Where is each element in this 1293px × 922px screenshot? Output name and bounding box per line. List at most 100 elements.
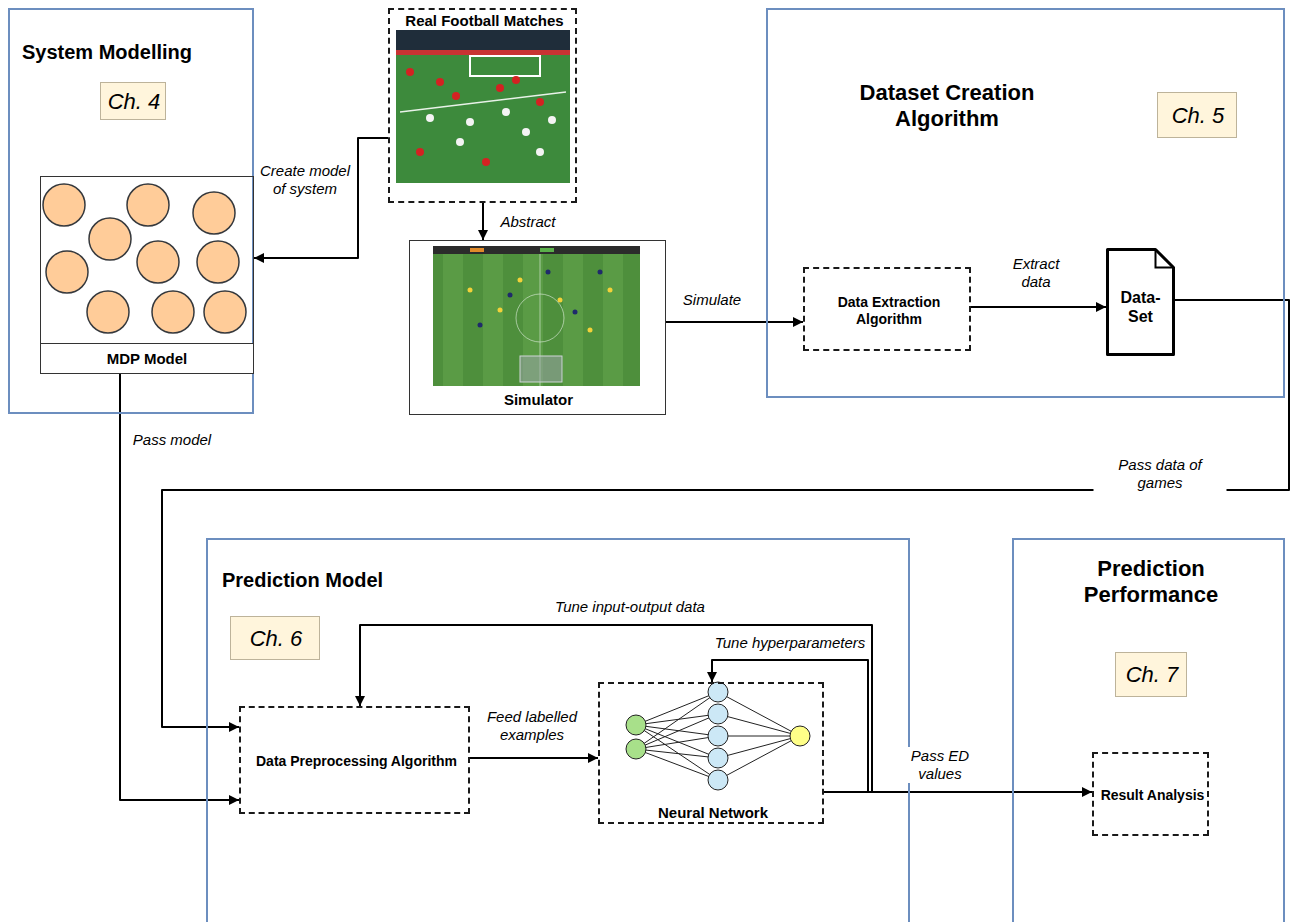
hidden-neuron <box>708 748 728 768</box>
player <box>573 310 578 315</box>
white-players <box>426 108 556 156</box>
flow-arrow <box>162 300 1289 727</box>
edge-label: Pass model <box>131 431 213 449</box>
player <box>608 288 613 293</box>
match-photo <box>396 30 570 183</box>
player <box>536 98 544 106</box>
player <box>598 270 603 275</box>
player <box>466 118 474 126</box>
node-label: Ch. 5 <box>1162 103 1234 129</box>
chapter-tag: Ch. 5 <box>1157 92 1237 138</box>
pitch <box>396 30 570 183</box>
edge-label: Tune hyperparameters <box>713 634 868 652</box>
node-label: Ch. 4 <box>105 89 163 115</box>
node-label: MDP Model <box>41 343 253 373</box>
link <box>718 736 800 780</box>
player <box>518 278 523 283</box>
link <box>636 692 718 749</box>
stripe <box>563 254 583 386</box>
simulator-screen <box>433 246 640 386</box>
score-bar <box>433 246 640 254</box>
document-fold <box>1156 250 1174 268</box>
player <box>558 298 563 303</box>
flow-arrow <box>666 321 803 323</box>
hidden-neuron <box>708 726 728 746</box>
flow-arrow <box>470 757 598 759</box>
output-neuron <box>790 726 810 746</box>
hidden-neuron <box>708 704 728 724</box>
flow-arrow <box>482 203 484 240</box>
player <box>416 148 424 156</box>
node-label: Neural Network <box>600 804 826 822</box>
player <box>502 108 510 116</box>
player <box>426 114 434 122</box>
link <box>636 736 718 749</box>
chapter-tag: Ch. 6 <box>230 616 320 660</box>
input-neuron <box>626 739 646 759</box>
score-chip <box>540 248 554 252</box>
link <box>636 725 718 758</box>
node-label: Prediction Performance <box>1040 556 1262 608</box>
player <box>478 323 483 328</box>
player <box>498 308 503 313</box>
edge-label: Abstract <box>498 213 557 231</box>
state-circle <box>127 184 169 226</box>
link <box>636 714 718 749</box>
process-box: Data Preprocessing Algorithm <box>239 706 470 814</box>
node-label: Result Analysis <box>1100 787 1205 805</box>
mdp-states <box>43 184 246 333</box>
player <box>546 270 551 275</box>
state-circle <box>46 251 88 293</box>
player <box>588 328 593 333</box>
node-label: Prediction Model <box>222 568 522 592</box>
node-label: Ch. 7 <box>1120 662 1184 688</box>
state-circle <box>137 241 179 283</box>
edge-label: Extract data <box>1002 255 1070 291</box>
edge-label: Pass data of games <box>1094 456 1227 492</box>
edge-label: Create model of system <box>257 162 353 198</box>
flow-arrow <box>254 138 388 258</box>
hidden-neuron <box>708 770 728 790</box>
stripe <box>603 254 623 386</box>
link <box>636 749 718 780</box>
stripe <box>443 254 463 386</box>
node-label: Data Preprocessing Algorithm <box>247 753 466 771</box>
state-circle <box>89 218 131 260</box>
chapter-tag: Ch. 4 <box>100 82 166 120</box>
chapter-tag: Ch. 7 <box>1115 652 1187 697</box>
node-label: Data-Set <box>1113 288 1168 326</box>
player <box>436 78 444 86</box>
score-chip <box>470 248 484 252</box>
edge-label: Tune input-output data <box>553 598 707 616</box>
sim-pitch <box>433 246 640 386</box>
chapter-panel: Dataset Creation AlgorithmCh. 5Data Extr… <box>766 8 1285 398</box>
chapter-panel: System ModellingCh. 4 MDP Model <box>8 8 254 414</box>
link <box>718 736 800 758</box>
node-label: Simulator <box>410 391 667 409</box>
network-links <box>636 692 800 780</box>
player <box>482 158 490 166</box>
state-circle <box>193 192 235 234</box>
state-circle <box>43 184 85 226</box>
flow-arrow <box>971 306 1106 308</box>
node-label: Data Extraction Algorithm <box>811 294 967 329</box>
link <box>718 692 800 736</box>
node-label: System Modelling <box>22 40 244 64</box>
flow-arrow <box>120 374 239 800</box>
stands <box>396 30 570 50</box>
edge-label: Pass ED values <box>898 747 982 783</box>
sim-team-b <box>478 270 603 328</box>
flow-arrow <box>824 791 1092 793</box>
document-shape: Data-Set <box>1106 248 1175 356</box>
state-circle <box>87 291 129 333</box>
state-circle <box>197 241 239 283</box>
player <box>406 68 414 76</box>
input-neuron <box>626 715 646 735</box>
state-circle <box>152 291 194 333</box>
player <box>536 148 544 156</box>
player <box>452 92 460 100</box>
network-figure <box>626 682 810 790</box>
edge-label: Feed labelled examples <box>475 708 589 744</box>
goal <box>470 56 540 76</box>
edge-label: Simulate <box>681 291 743 309</box>
